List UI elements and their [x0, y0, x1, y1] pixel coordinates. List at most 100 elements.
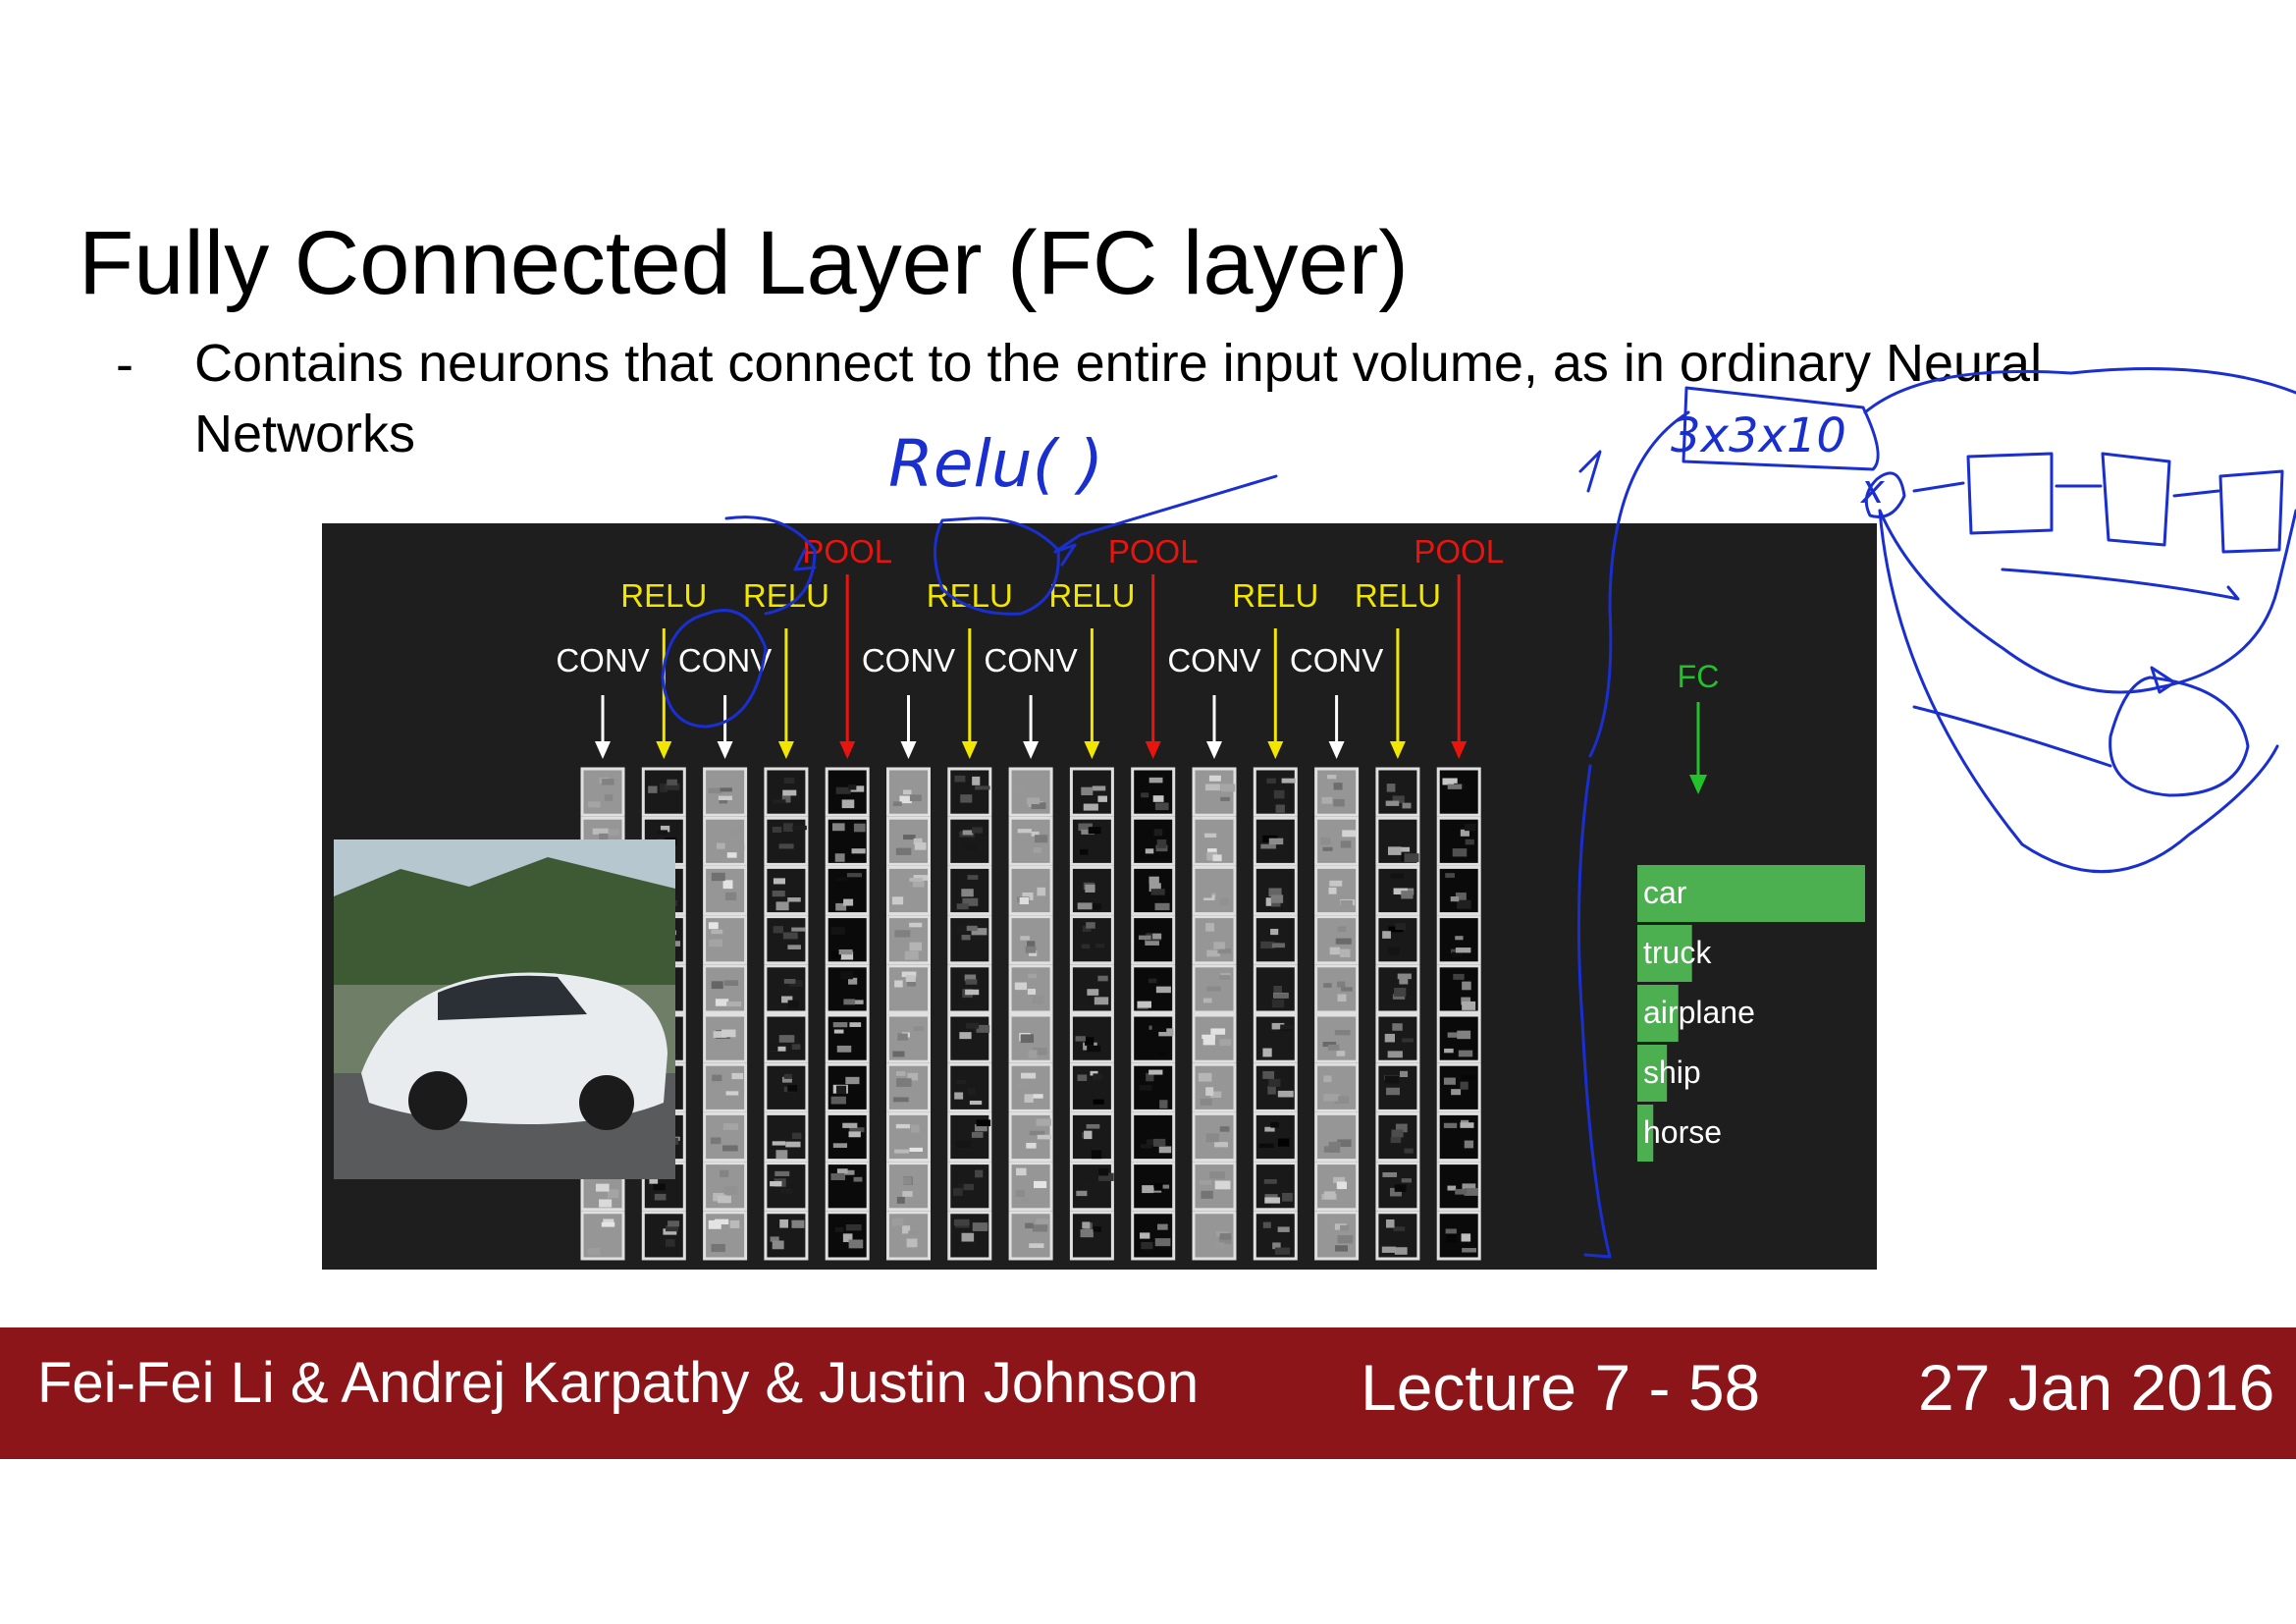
activation-detail — [1445, 873, 1455, 878]
activation-detail — [1335, 938, 1352, 945]
activation-detail — [719, 797, 728, 804]
activation-detail — [1320, 837, 1331, 845]
ink-outline-lower — [1878, 509, 2279, 874]
activation-detail — [1337, 1235, 1354, 1244]
activation-map — [1253, 1013, 1298, 1063]
activation-detail — [710, 889, 721, 893]
activation-detail — [1036, 1118, 1051, 1126]
activation-detail — [1155, 844, 1168, 852]
activation-detail — [723, 1186, 738, 1195]
activation-detail — [1277, 1090, 1294, 1098]
activation-detail — [1341, 987, 1353, 992]
activation-detail — [666, 1239, 675, 1247]
activation-detail — [716, 842, 725, 849]
activation-detail — [1077, 902, 1093, 910]
activation-detail — [1455, 947, 1471, 953]
activation-detail — [1022, 893, 1034, 900]
activation-detail — [1085, 1037, 1095, 1046]
activation-detail — [711, 929, 723, 935]
activation-detail — [654, 1193, 667, 1201]
score-bar-truck — [1637, 925, 1692, 982]
activation-detail — [1087, 989, 1099, 996]
layer-arrowhead-relu — [777, 741, 794, 759]
activation-detail — [1202, 998, 1212, 1003]
activation-detail — [1204, 833, 1217, 838]
activation-map — [1192, 865, 1237, 916]
activation-detail — [914, 842, 927, 850]
activation-detail — [1445, 1228, 1457, 1234]
activation-detail — [1387, 1051, 1403, 1058]
activation-map — [1192, 1211, 1237, 1261]
activation-map — [580, 767, 625, 817]
score-label-airplane: airplane — [1643, 995, 1755, 1030]
activation-map — [1436, 1062, 1481, 1112]
activation-detail — [1260, 843, 1276, 849]
activation-detail — [952, 1187, 963, 1196]
activation-detail — [1393, 1226, 1406, 1231]
activation-detail — [894, 1149, 909, 1154]
activation-detail — [840, 951, 854, 960]
activation-detail — [1156, 839, 1167, 848]
activation-detail — [667, 1220, 680, 1227]
activation-detail — [1455, 1188, 1468, 1195]
activation-detail — [892, 1051, 905, 1057]
activation-detail — [1404, 1148, 1414, 1154]
activation-detail — [787, 1000, 799, 1008]
activation-detail — [1097, 975, 1108, 982]
activation-map — [1314, 865, 1360, 916]
slide-title: Fully Connected Layer (FC layer) — [79, 213, 1409, 313]
activation-detail — [1264, 1126, 1275, 1132]
activation-detail — [895, 1123, 911, 1129]
activation-detail — [1219, 1233, 1232, 1240]
activation-detail — [845, 1076, 860, 1085]
activation-detail — [843, 898, 854, 906]
activation-detail — [905, 975, 916, 983]
activation-detail — [830, 1096, 846, 1105]
activation-detail — [1262, 1070, 1275, 1079]
activation-detail — [838, 948, 853, 955]
activation-detail — [912, 880, 925, 888]
activation-map — [1253, 915, 1298, 965]
activation-detail — [1399, 1070, 1409, 1078]
score-label-horse: horse — [1643, 1114, 1722, 1150]
activation-detail — [773, 799, 786, 804]
activation-detail — [1397, 973, 1412, 980]
activation-detail — [843, 999, 856, 1005]
activation-detail — [1080, 1229, 1094, 1238]
activation-detail — [1081, 829, 1095, 835]
layer-arrowhead-conv — [595, 741, 611, 759]
activation-detail — [1080, 1180, 1094, 1187]
activation-map — [886, 1211, 931, 1261]
activation-detail — [781, 996, 793, 1003]
activation-detail — [1213, 942, 1226, 949]
activation-detail — [708, 1219, 721, 1229]
activation-detail — [848, 977, 858, 985]
activation-map — [703, 1062, 748, 1112]
activation-detail — [1268, 1078, 1281, 1087]
layer-arrowhead-conv — [717, 741, 733, 759]
layer-arrowhead-relu — [1389, 741, 1406, 759]
activation-detail — [649, 1178, 659, 1184]
activation-detail — [775, 901, 789, 911]
activation-detail — [595, 1183, 610, 1192]
activation-detail — [840, 971, 853, 980]
activation-detail — [1210, 1028, 1226, 1035]
footer-bar: Fei-Fei Li & Andrej Karpathy & Justin Jo… — [0, 1327, 2296, 1459]
activation-detail — [1201, 1190, 1213, 1199]
activation-detail — [667, 779, 677, 785]
activation-detail — [725, 1091, 739, 1096]
activation-detail — [1148, 1069, 1163, 1075]
activation-detail — [599, 833, 609, 841]
activation-detail — [1027, 941, 1036, 947]
activation-detail — [770, 1181, 782, 1187]
activation-detail — [1457, 1030, 1471, 1040]
activation-map — [1375, 767, 1420, 817]
layer-arrowhead-conv — [1206, 741, 1222, 759]
layer-label-relu: RELU — [1048, 577, 1135, 614]
activation-map — [1131, 1162, 1176, 1212]
activation-detail — [1075, 1036, 1086, 1042]
activation-detail — [1205, 1087, 1214, 1096]
activation-detail — [954, 1092, 964, 1100]
activation-detail — [909, 922, 923, 928]
activation-detail — [1199, 1180, 1212, 1185]
